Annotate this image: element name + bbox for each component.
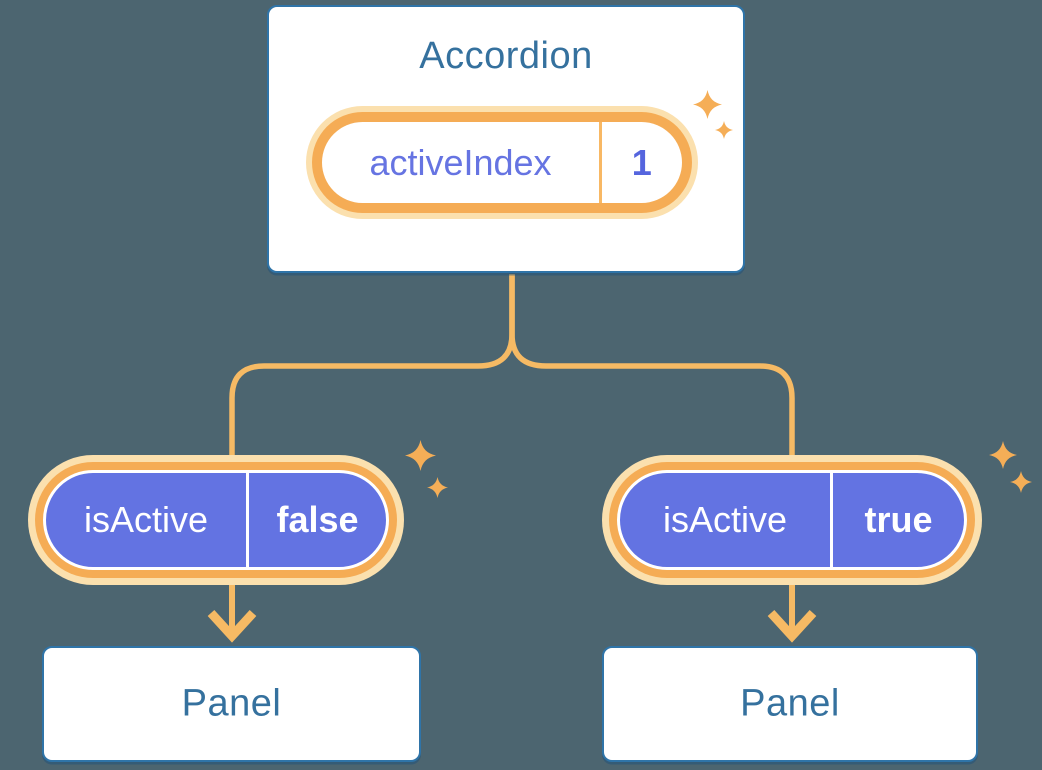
sparkle-icon <box>405 440 436 471</box>
accordion-title: Accordion <box>419 35 593 77</box>
state-name-label: activeIndex <box>369 141 552 183</box>
sparkle-icon <box>1010 471 1032 493</box>
prop-value: true <box>864 499 933 540</box>
prop-value: false <box>276 499 359 540</box>
state-value: 1 <box>631 141 652 183</box>
panel-box-right: Panel <box>602 646 978 762</box>
prop-name-label: isActive <box>662 499 788 540</box>
sparkle-icon <box>989 441 1017 469</box>
prop-pill-isactive-true: isActive true <box>617 470 967 570</box>
branch-line-right <box>509 274 795 456</box>
sparkle-icon <box>715 121 733 139</box>
prop-name-label: isActive <box>83 499 209 540</box>
pill-divider <box>830 473 833 567</box>
arrowhead-right <box>767 609 817 643</box>
panel-title: Panel <box>740 682 840 725</box>
arrowhead-left <box>207 609 257 643</box>
state-pill-activeindex: activeIndex 1 <box>322 122 682 203</box>
sparkle-icon <box>427 477 448 498</box>
sparkle-icon <box>693 90 722 119</box>
pill-divider <box>246 473 249 567</box>
panel-title: Panel <box>181 682 282 725</box>
branch-line-left <box>229 274 515 456</box>
prop-pill-isactive-false: isActive false <box>43 470 389 570</box>
panel-box-left: Panel <box>42 646 421 762</box>
pill-divider <box>599 122 602 203</box>
